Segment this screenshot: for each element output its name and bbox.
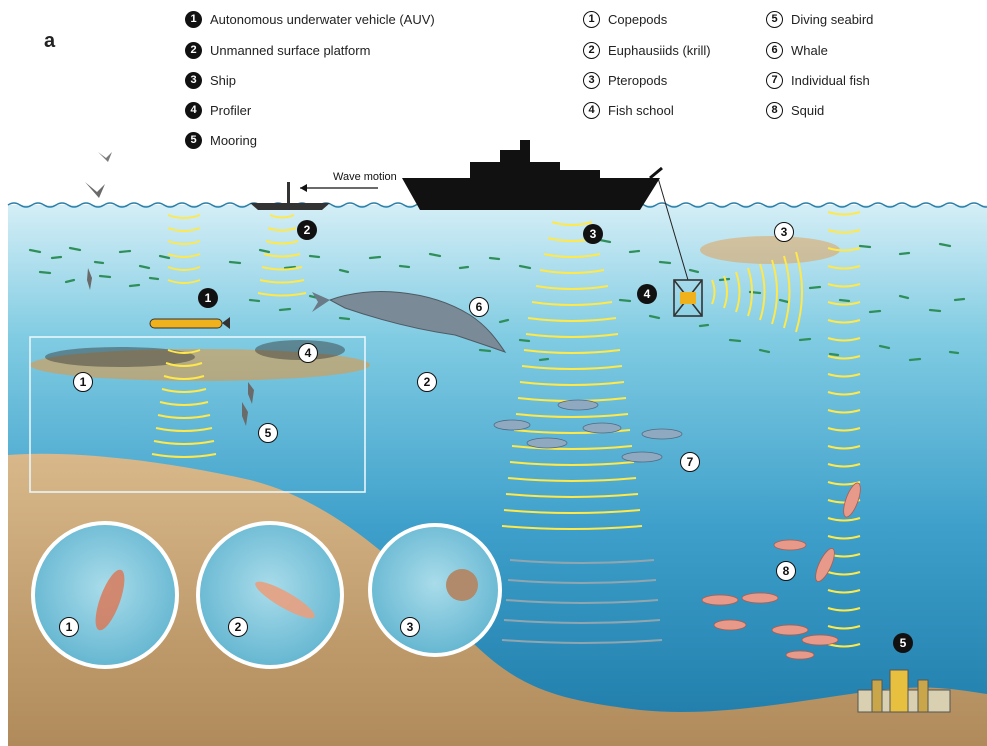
- legend-label: Diving seabird: [791, 11, 874, 27]
- legend-label: Individual fish: [791, 72, 870, 88]
- marker-mooring: 5: [893, 633, 913, 653]
- legend-badge: 2: [583, 41, 600, 59]
- inset-label-pteropods: 3: [400, 617, 420, 637]
- marker-auv: 1: [198, 288, 218, 308]
- ship-superstructure: [470, 140, 600, 178]
- marker-ship: 3: [583, 224, 603, 244]
- marker-individual-fish: 7: [680, 452, 700, 472]
- legend-item-krill: 2 Euphausiids (krill): [583, 40, 711, 60]
- mooring: [857, 669, 951, 713]
- legend-item-fish-school: 4 Fish school: [583, 100, 674, 120]
- panel-letter: a: [44, 30, 56, 52]
- legend-item-pteropods: 3 Pteropods: [583, 70, 667, 90]
- whale: [328, 291, 507, 353]
- legend-label: Euphausiids (krill): [608, 42, 711, 58]
- krill-patch-left: [30, 349, 370, 381]
- legend-badge: 7: [766, 71, 783, 89]
- legend-item-mooring: 5 Mooring: [185, 130, 257, 150]
- legend-badge: 8: [766, 101, 783, 119]
- legend-item-auv: 1 Autonomous underwater vehicle (AUV): [185, 9, 435, 29]
- legend-label: Fish school: [608, 102, 674, 118]
- ship-cable: [657, 177, 689, 281]
- acoustic-beams: [151, 211, 861, 648]
- marker-fish-school: 4: [298, 343, 318, 363]
- marker-profiler: 4: [637, 284, 657, 304]
- seabird-diving-2: [242, 402, 248, 426]
- marker-whale: 6: [469, 297, 489, 317]
- legend-label: Mooring: [210, 132, 257, 148]
- legend-item-profiler: 4 Profiler: [185, 100, 251, 120]
- marker-surface-platform: 2: [297, 220, 317, 240]
- legend-item-individual-fish: 7 Individual fish: [766, 70, 870, 90]
- legend-item-copepods: 1 Copepods: [583, 9, 667, 29]
- squid: [701, 482, 861, 660]
- legend-item-ship: 3 Ship: [185, 70, 236, 90]
- inset-label-krill: 2: [228, 617, 248, 637]
- wave-motion-label: Wave motion: [333, 171, 397, 183]
- legend-label: Autonomous underwater vehicle (AUV): [210, 11, 435, 27]
- legend-label: Copepods: [608, 11, 668, 27]
- legend-badge: 1: [583, 10, 600, 28]
- surface-platform: [250, 203, 330, 210]
- marker-seabird: 5: [258, 423, 278, 443]
- legend-badge: 3: [583, 71, 600, 89]
- inset-frame: [29, 336, 366, 493]
- legend-item-diving-seabird: 5 Diving seabird: [766, 9, 873, 29]
- pteropod-patch: [700, 236, 840, 264]
- legend-badge: 6: [766, 41, 783, 59]
- legend-label: Ship: [210, 72, 237, 88]
- marker-pteropods: 3: [774, 222, 794, 242]
- seabird-diving-3: [87, 268, 92, 290]
- legend-label: Unmanned surface platform: [210, 42, 371, 58]
- legend-badge: 3: [185, 71, 202, 89]
- auv: [149, 318, 223, 329]
- seabird-flying: [85, 182, 105, 198]
- legend-badge: 1: [185, 10, 202, 28]
- legend-label: Squid: [791, 102, 825, 118]
- legend-label: Profiler: [210, 102, 252, 118]
- legend-label: Pteropods: [608, 72, 668, 88]
- fish-school-dark: [45, 347, 195, 367]
- legend-badge: 4: [583, 101, 600, 119]
- legend-badge: 2: [185, 41, 202, 59]
- legend-item-whale: 6 Whale: [766, 40, 828, 60]
- legend-badge: 4: [185, 101, 202, 119]
- marker-krill: 2: [417, 372, 437, 392]
- legend-badge: 5: [185, 131, 202, 149]
- legend-item-surface-platform: 2 Unmanned surface platform: [185, 40, 370, 60]
- legend-item-squid: 8 Squid: [766, 100, 824, 120]
- inset-label-copepods: 1: [59, 617, 79, 637]
- legend-label: Whale: [791, 42, 828, 58]
- inset-pteropods: [368, 523, 502, 657]
- seabird-diving: [248, 382, 254, 404]
- legend-badge: 5: [766, 10, 783, 28]
- individual-fish: [493, 399, 683, 463]
- marker-copepods: 1: [73, 372, 93, 392]
- marker-squid: 8: [776, 561, 796, 581]
- seabird-flying-2: [98, 152, 112, 162]
- ship-hull: [402, 178, 660, 210]
